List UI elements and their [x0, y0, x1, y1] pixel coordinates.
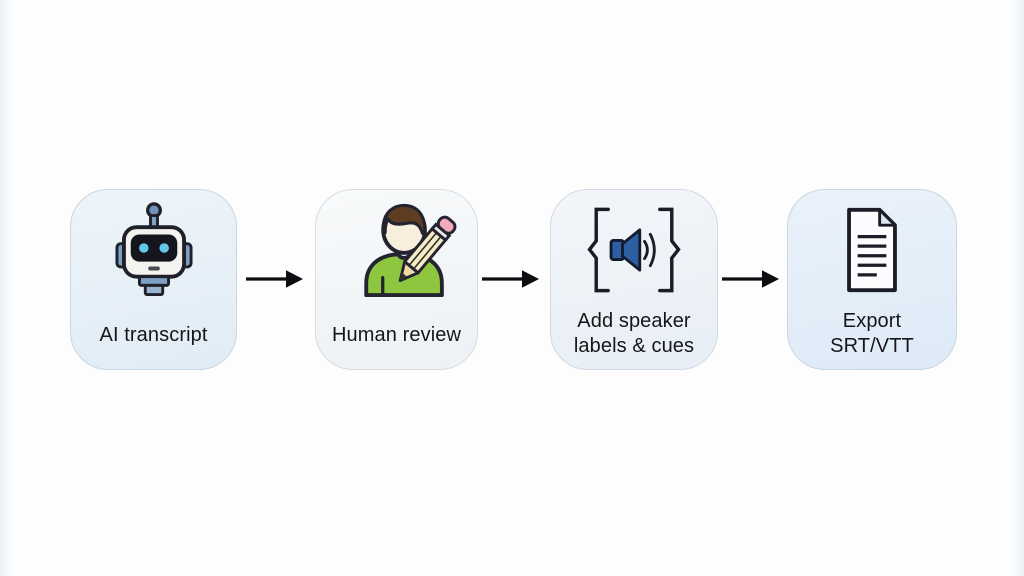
arrow-right-icon: [245, 265, 303, 293]
label-zone: AI transcript: [71, 311, 236, 369]
robot-icon-zone: [71, 190, 236, 311]
person-pencil-icon-zone: [316, 190, 477, 311]
person-pencil-icon: [363, 203, 456, 298]
arrow-right-icon: [481, 265, 539, 293]
step-label-line: Export: [842, 310, 902, 332]
step-label-line: AI transcript: [99, 323, 208, 346]
step-box-ai-transcript: AI transcript: [70, 189, 237, 370]
label-zone: Export SRT/VTT: [788, 309, 956, 369]
step-box-human-review: Human review: [315, 189, 478, 370]
step-box-add-speaker-labels: Add speaker labels & cues: [550, 189, 718, 370]
step-label-line: Add speaker: [577, 310, 691, 332]
step-box-export-srt-vtt: Export SRT/VTT: [787, 189, 957, 370]
label-zone: Add speaker labels & cues: [551, 309, 717, 369]
speaker-brackets-icon: [587, 207, 681, 293]
step-label-line: SRT/VTT: [830, 335, 914, 357]
robot-icon: [114, 202, 193, 297]
speaker-brackets-icon-zone: [551, 190, 717, 309]
left-edge-tint: [0, 0, 14, 576]
arrow-right-icon: [721, 265, 779, 293]
document-icon-zone: [788, 190, 956, 309]
label-zone: Human review: [316, 311, 477, 369]
step-label-line: labels & cues: [573, 335, 695, 357]
pencil-icon: [398, 215, 456, 282]
step-label-line: Human review: [331, 323, 462, 346]
document-icon: [847, 207, 897, 293]
right-edge-tint: [1010, 0, 1024, 576]
